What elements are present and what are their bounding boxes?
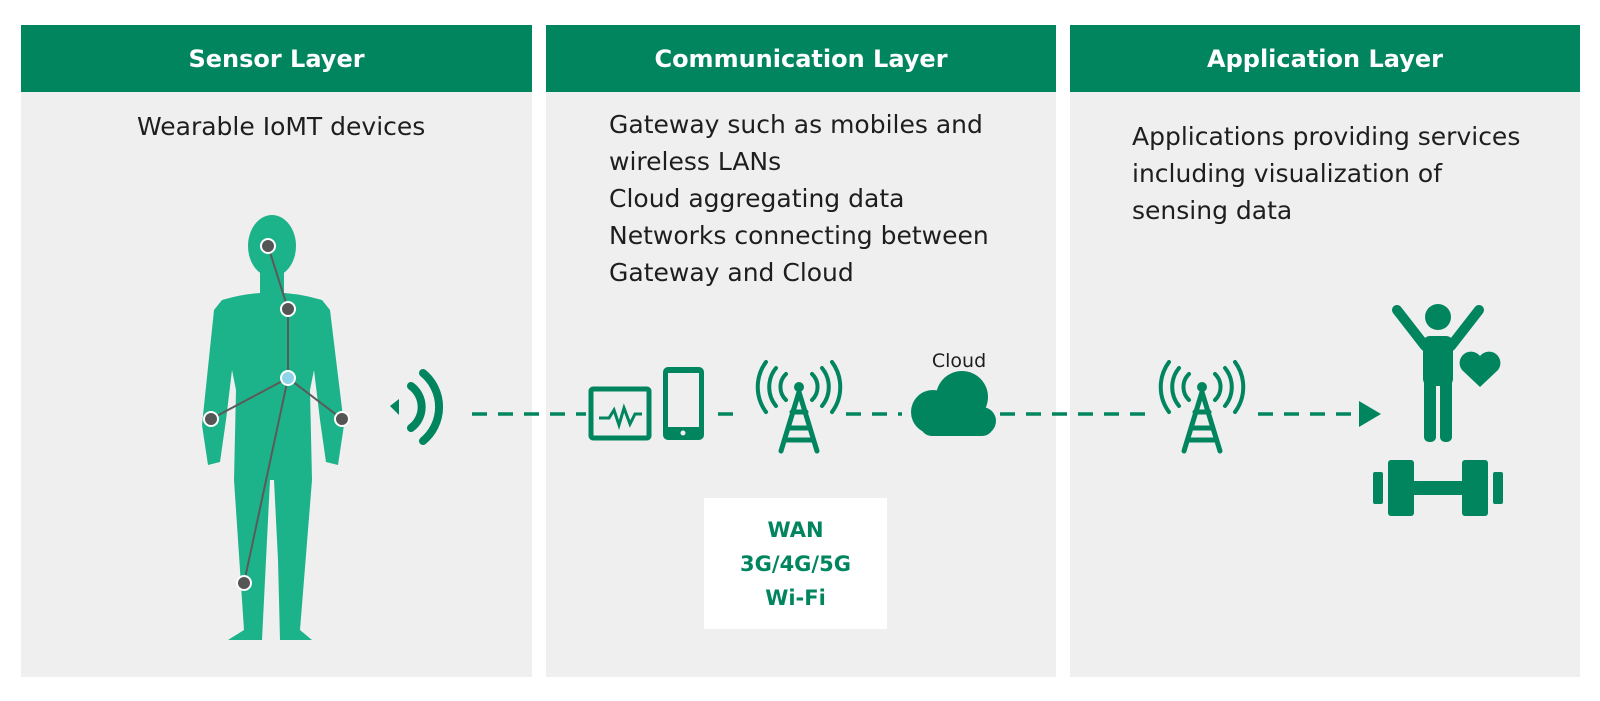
network-type-wan: WAN: [767, 517, 824, 542]
smartphone-icon: [663, 367, 704, 440]
application-layer-title: Application Layer: [1070, 25, 1580, 92]
communication-layer-description: Gateway such as mobiles and wireless LAN…: [609, 106, 989, 291]
description-line: including visualization of: [1132, 159, 1442, 188]
network-types-box: WAN 3G/4G/5G Wi-Fi: [704, 498, 887, 629]
description-line: sensing data: [1132, 196, 1293, 225]
communication-layer-panel: Communication Layer: [546, 25, 1056, 677]
network-type-cellular: 3G/4G/5G: [740, 551, 851, 576]
human-body-icon: [202, 215, 344, 640]
description-line: Wearable IoMT devices: [137, 112, 426, 141]
antenna-tower-icon: [755, 360, 843, 454]
cloud-icon: [911, 371, 996, 436]
network-type-wifi: Wi-Fi: [765, 585, 826, 610]
signal-waves-icon: [390, 369, 443, 445]
sensor-layer-title: Sensor Layer: [21, 25, 532, 92]
dumbbell-icon: [1373, 460, 1503, 516]
arrow-head: [1359, 401, 1381, 427]
sensor-network-lines: [210, 245, 343, 584]
description-line: Networks connecting between: [609, 221, 989, 250]
description-line: wireless LANs: [609, 147, 782, 176]
communication-layer-title: Communication Layer: [546, 25, 1056, 92]
description-line: Gateway such as mobiles and: [609, 110, 983, 139]
sensor-layer-description: Wearable IoMT devices: [137, 108, 425, 145]
cloud-label: Cloud: [931, 350, 987, 372]
antenna-tower-icon: [1158, 360, 1246, 454]
application-layer-panel: Application Layer: [1070, 25, 1580, 677]
sensor-nodes: [203, 238, 350, 591]
description-line: Applications providing services: [1132, 122, 1521, 151]
person-heart-icon: [1392, 304, 1501, 442]
description-line: Cloud aggregating data: [609, 184, 905, 213]
application-layer-description: Applications providing services includin…: [1132, 118, 1520, 229]
monitor-icon: [588, 386, 652, 441]
description-line: Gateway and Cloud: [609, 258, 854, 287]
sensor-layer-panel: Sensor Layer: [21, 25, 532, 677]
